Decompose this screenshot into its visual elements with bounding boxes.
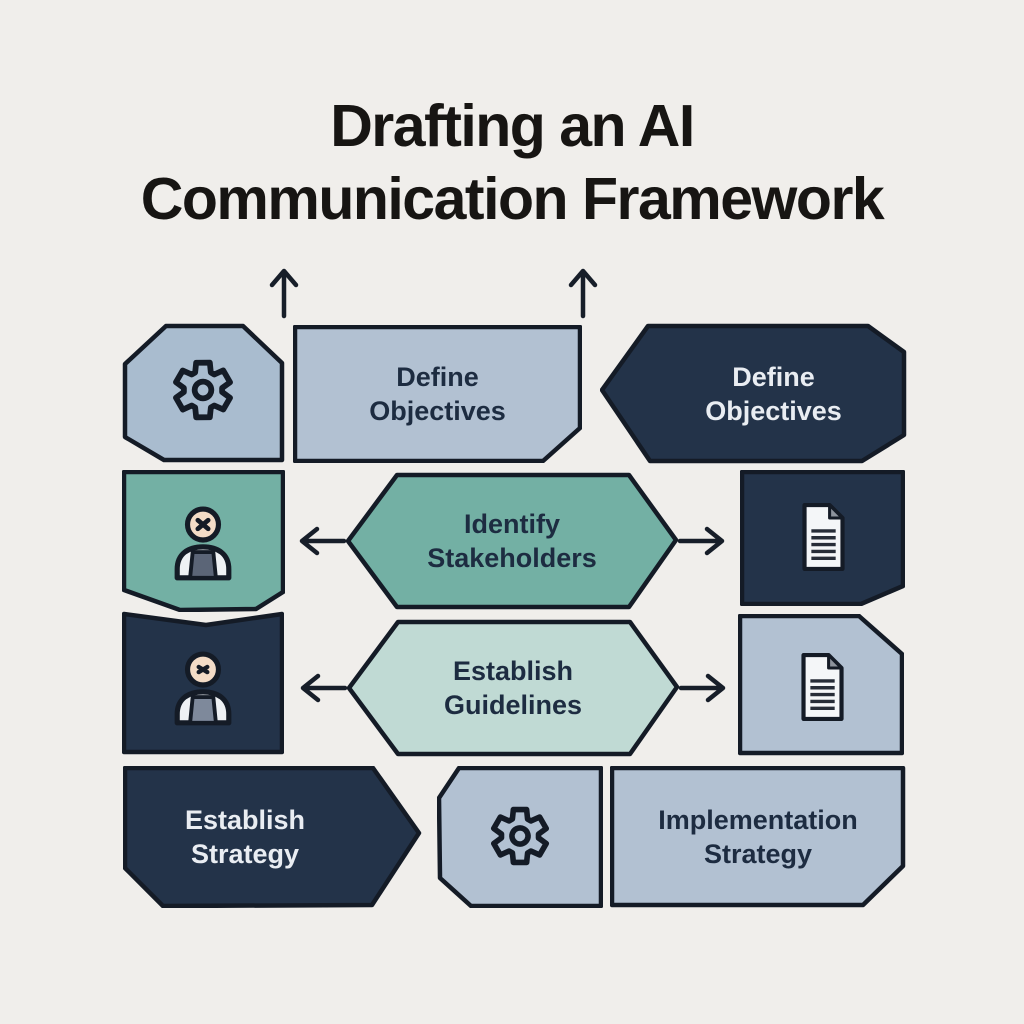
stakeholders-left-arrow	[299, 526, 347, 556]
up-arrow-right	[568, 268, 598, 319]
up-arrow-left	[269, 268, 299, 319]
establish-guidelines-label: Establish Guidelines	[443, 656, 583, 720]
person-x-icon	[174, 506, 232, 581]
document-icon	[801, 652, 844, 722]
define-objectives-right-label: Define Objectives	[705, 361, 842, 426]
document-icon	[802, 502, 845, 572]
implementation-strategy-label: Implementation Strategy	[658, 805, 858, 869]
establish-strategy-box: Establish Strategy	[123, 766, 422, 908]
identify-stakeholders-label: Identify Stakeholders	[427, 509, 597, 573]
stakeholder-person-box	[122, 470, 285, 612]
implementation-strategy-box: Implementation Strategy	[610, 766, 906, 908]
guidelines-left-arrow	[300, 673, 348, 703]
define-objectives-left-box: Define Objectives	[293, 325, 582, 463]
person-x-icon	[174, 651, 232, 726]
page-title-line1: Drafting an AI	[330, 93, 695, 159]
guidelines-right-arrow	[678, 673, 726, 703]
document-light-box	[738, 614, 904, 756]
gear-top-box	[122, 323, 285, 463]
stakeholders-right-arrow	[677, 526, 725, 556]
page-title: Drafting an AI Communication Framework	[0, 90, 1024, 236]
guidelines-person-box	[122, 611, 284, 755]
page-title-line2: Communication Framework	[140, 166, 885, 232]
document-dark-box	[740, 470, 905, 606]
gear-icon	[173, 359, 233, 421]
define-objectives-right-box: Define Objectives	[600, 323, 907, 464]
identify-stakeholders-box: Identify Stakeholders	[345, 472, 679, 610]
gear-bottom-box	[437, 766, 603, 908]
establish-guidelines-box: Establish Guidelines	[346, 619, 680, 757]
define-objectives-left-label: Define Objectives	[369, 362, 506, 426]
establish-strategy-label: Establish Strategy	[184, 805, 306, 869]
gear-icon	[490, 806, 550, 866]
